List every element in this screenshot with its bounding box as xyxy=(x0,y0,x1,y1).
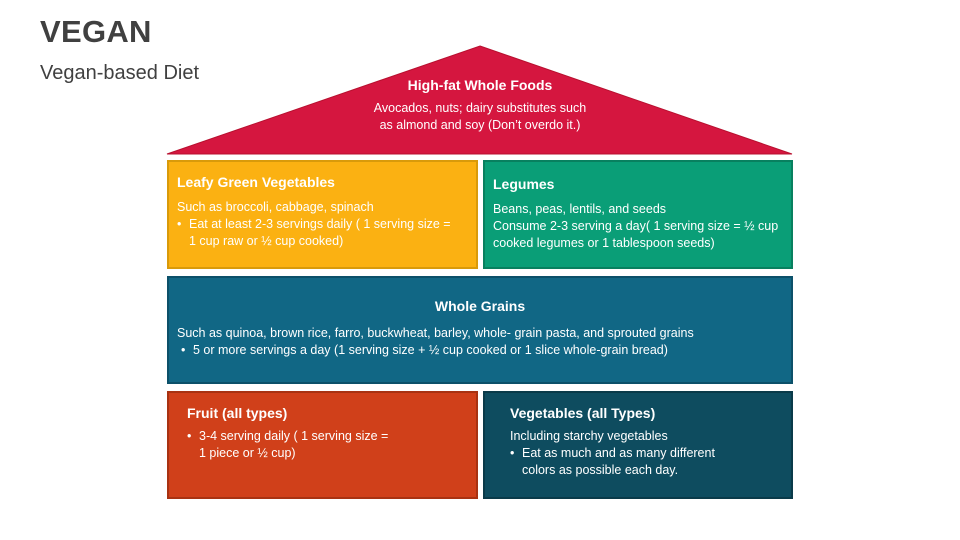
vegetables-bullet: Eat as much and as many different colors… xyxy=(510,445,783,479)
legumes-line-2: Consume 2-3 serving a day( 1 serving siz… xyxy=(493,219,779,233)
fruit-box: Fruit (all types) 3-4 serving daily ( 1 … xyxy=(167,391,478,499)
whole-grains-box: Whole Grains Such as quinoa, brown rice,… xyxy=(167,276,793,384)
leafy-green-title: Leafy Green Vegetables xyxy=(177,174,335,190)
legumes-line-1: Beans, peas, lentils, and seeds xyxy=(493,202,667,216)
bullet-line: 1 piece or ½ cup) xyxy=(199,446,296,460)
whole-grains-title: Whole Grains xyxy=(434,298,526,314)
legumes-line-3: cooked legumes or 1 tablespoon seeds) xyxy=(493,236,715,250)
legumes-box: Legumes Beans, peas, lentils, and seeds … xyxy=(483,160,793,269)
fruit-title: Fruit (all types) xyxy=(187,405,288,421)
page-subtitle: Vegan-based Diet xyxy=(40,62,200,84)
vegetables-text: Including starchy vegetables xyxy=(510,429,668,443)
bullet-line: 3-4 serving daily ( 1 serving size = xyxy=(199,429,389,443)
vegetables-box: Vegetables (all Types) Including starchy… xyxy=(483,391,793,499)
leafy-green-box: Leafy Green Vegetables Such as broccoli,… xyxy=(167,160,478,269)
fruit-bullet: 3-4 serving daily ( 1 serving size = 1 p… xyxy=(187,428,468,462)
vegetables-title: Vegetables (all Types) xyxy=(510,405,656,421)
roof-title: High-fat Whole Foods xyxy=(407,77,553,93)
bullet-line: 1 cup raw or ½ cup cooked) xyxy=(189,234,344,248)
whole-grains-bullet: 5 or more servings a day (1 serving size… xyxy=(181,342,783,359)
page-title: VEGAN xyxy=(40,14,152,49)
leafy-green-bullet: Eat at least 2-3 servings daily ( 1 serv… xyxy=(177,216,468,250)
roof-line-1: Avocados, nuts; dairy substitutes such xyxy=(373,101,587,115)
legumes-title: Legumes xyxy=(493,176,555,192)
whole-grains-text: Such as quinoa, brown rice, farro, buckw… xyxy=(177,326,694,340)
bullet-line: Eat at least 2-3 servings daily ( 1 serv… xyxy=(189,217,451,231)
roof-description: Avocados, nuts; dairy substitutes such a… xyxy=(330,100,630,134)
bullet-line: Eat as much and as many different xyxy=(522,446,715,460)
leafy-green-text: Such as broccoli, cabbage, spinach xyxy=(177,200,374,214)
roof-line-2: as almond and soy (Don’t overdo it.) xyxy=(379,118,581,132)
bullet-line: colors as possible each day. xyxy=(522,463,679,477)
